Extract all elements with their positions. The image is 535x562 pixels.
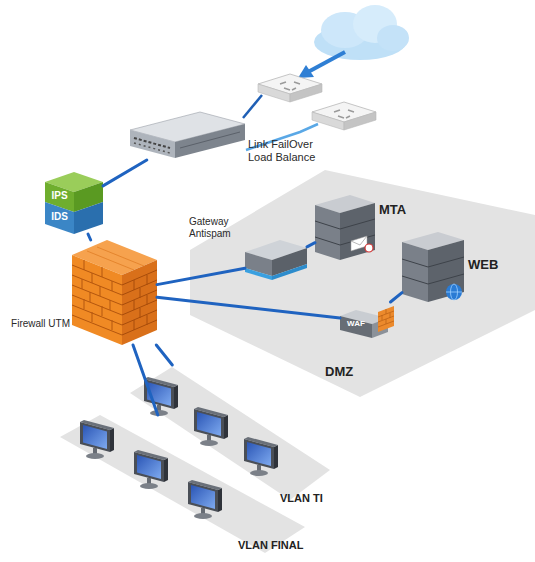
load-balancer: Link FailOver Load Balance xyxy=(130,112,245,160)
web-server xyxy=(402,232,464,302)
graphic-part xyxy=(130,130,175,158)
graphic-part xyxy=(82,260,112,330)
network-link xyxy=(88,234,91,240)
graphic-part xyxy=(130,367,330,500)
node-label: IDS xyxy=(45,211,74,223)
network-link xyxy=(157,268,245,284)
graphic-part xyxy=(428,240,464,302)
web-server: WEB xyxy=(402,232,464,302)
graphic-part xyxy=(402,242,428,302)
graphic-part xyxy=(378,309,394,327)
graphic-part xyxy=(72,255,122,345)
network-link xyxy=(391,293,403,302)
cloud xyxy=(314,5,409,60)
firewall-utm: Firewall UTM xyxy=(72,240,157,345)
uplink-arrow xyxy=(298,52,345,78)
mta-server: MTA xyxy=(315,195,375,260)
graphic-part xyxy=(340,203,375,260)
graphic-part xyxy=(377,25,409,51)
load-balancer-device xyxy=(130,112,245,160)
graphic-part xyxy=(298,65,314,78)
graphic-part xyxy=(87,247,144,270)
network-link xyxy=(157,297,340,318)
graphic-part xyxy=(340,316,372,338)
node-label: VLAN TI xyxy=(280,492,340,505)
router xyxy=(258,74,322,102)
network-link xyxy=(307,243,315,247)
graphic-part xyxy=(402,257,464,284)
router xyxy=(312,102,376,130)
graphic-part xyxy=(308,52,345,72)
graphic-part xyxy=(188,480,222,519)
mail-server xyxy=(315,195,375,260)
graphic-part xyxy=(60,415,305,553)
graphic-part xyxy=(74,202,103,234)
graphic-part xyxy=(334,110,354,118)
graphic-part xyxy=(290,84,322,102)
graphic-part xyxy=(378,306,394,332)
graphic-part xyxy=(280,82,300,90)
graphic-part xyxy=(134,138,170,148)
graphic-part xyxy=(144,377,178,416)
node-label: Gateway Antispam xyxy=(189,216,245,239)
graphic-part xyxy=(134,450,168,489)
network-link xyxy=(103,160,147,186)
network-link xyxy=(156,345,172,365)
firewall-wall xyxy=(72,240,157,345)
graphic-part xyxy=(194,407,228,446)
ips-ids-appliance xyxy=(45,172,103,234)
node-label: IPS xyxy=(45,190,74,202)
node-label: MTA xyxy=(379,203,419,218)
graphic-part xyxy=(190,170,535,397)
graphic-part xyxy=(344,112,376,130)
ips-ids-box: IPS IDS xyxy=(45,172,103,234)
graphic-part xyxy=(134,275,147,330)
graphic-part xyxy=(245,268,272,280)
node-label: VLAN FINAL xyxy=(238,539,318,552)
graphic-part xyxy=(122,260,157,345)
node-label: Link FailOver Load Balance xyxy=(248,138,330,163)
graphic-part xyxy=(175,124,245,158)
graphic-part xyxy=(315,205,340,260)
vlan-platform xyxy=(60,415,305,555)
dmz-zone: DMZ MTA Gateway Antispam WEB xyxy=(185,165,535,400)
node-label: WEB xyxy=(468,258,508,273)
wan-line xyxy=(243,95,262,118)
graphic-part xyxy=(180,132,240,148)
graphic-part xyxy=(80,420,114,459)
graphic-part xyxy=(72,265,122,335)
graphic-part xyxy=(258,84,290,102)
waf-device: WAF xyxy=(340,302,395,340)
graphic-part xyxy=(45,202,74,234)
graphic-part xyxy=(446,284,462,300)
network-link xyxy=(133,345,158,415)
graphic-part xyxy=(312,112,344,130)
graphic-part xyxy=(365,244,373,252)
graphic-part xyxy=(122,270,157,335)
antispam-gateway xyxy=(245,240,307,285)
node-label: DMZ xyxy=(325,365,385,380)
antispam-gateway: Gateway Antispam xyxy=(245,240,307,285)
graphic-part xyxy=(244,437,278,476)
graphic-part xyxy=(446,292,462,293)
graphic-part xyxy=(351,236,367,245)
graphic-part xyxy=(272,264,307,280)
vlan-zone: VLAN FINAL xyxy=(60,415,305,555)
node-label: WAF xyxy=(341,319,371,328)
node-label: Firewall UTM xyxy=(2,318,70,330)
graphic-part xyxy=(134,143,170,153)
